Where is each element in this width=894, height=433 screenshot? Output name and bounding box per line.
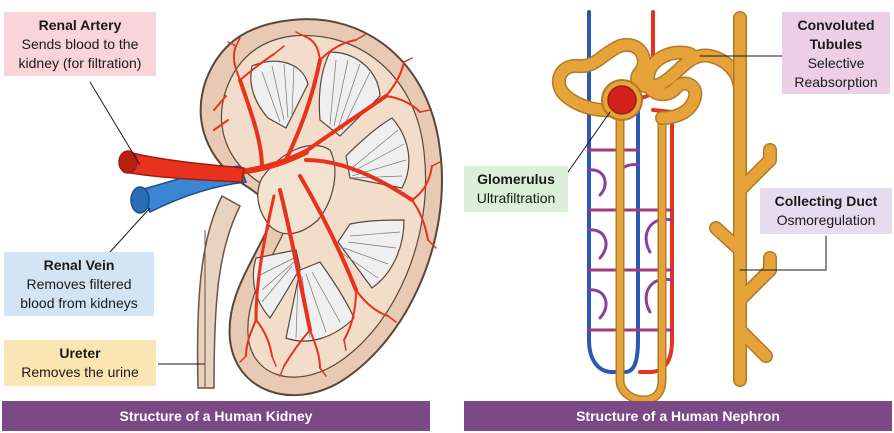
ureter-title: Ureter (59, 345, 101, 361)
kidney-illustration (89, 18, 443, 397)
collecting-duct-title: Collecting Duct (774, 193, 878, 209)
kidney-arterial-tree (213, 31, 441, 377)
glomerulus-desc: Ultrafiltration (476, 190, 556, 206)
convoluted-tubules-title: Convoluted Tubules (797, 17, 875, 52)
renal-vein-label: Renal Vein Removes filtered blood from k… (4, 252, 154, 316)
renal-artery (123, 151, 245, 183)
glomerulus-label: Glomerulus Ultrafiltration (464, 166, 568, 212)
renal-vein-desc: Removes filtered blood from kidneys (20, 276, 138, 311)
renal-artery-title: Renal Artery (38, 17, 122, 33)
ureter-tube (196, 194, 241, 389)
nephron-illustration (551, 10, 827, 405)
renal-vein-title: Renal Vein (43, 257, 115, 273)
collecting-duct-desc: Osmoregulation (776, 212, 876, 228)
convoluted-tubules-label: Convoluted Tubules Selective Reabsorptio… (782, 12, 890, 94)
collecting-duct-label: Collecting Duct Osmoregulation (760, 188, 892, 234)
kidney-caption-banner: Structure of a Human Kidney (2, 401, 430, 431)
convoluted-tubules-desc: Selective Reabsorption (794, 55, 878, 90)
renal-artery-desc: Sends blood to the kidney (for filtratio… (18, 36, 142, 71)
renal-artery-label: Renal Artery Sends blood to the kidney (… (4, 12, 156, 76)
nephron-caption-banner: Structure of a Human Nephron (464, 401, 892, 431)
glomerulus-title: Glomerulus (477, 171, 555, 187)
ureter-label: Ureter Removes the urine (4, 340, 156, 386)
loop-of-henle (615, 105, 667, 405)
ureter-desc: Removes the urine (21, 364, 139, 380)
glomerulus-knot (607, 85, 637, 115)
